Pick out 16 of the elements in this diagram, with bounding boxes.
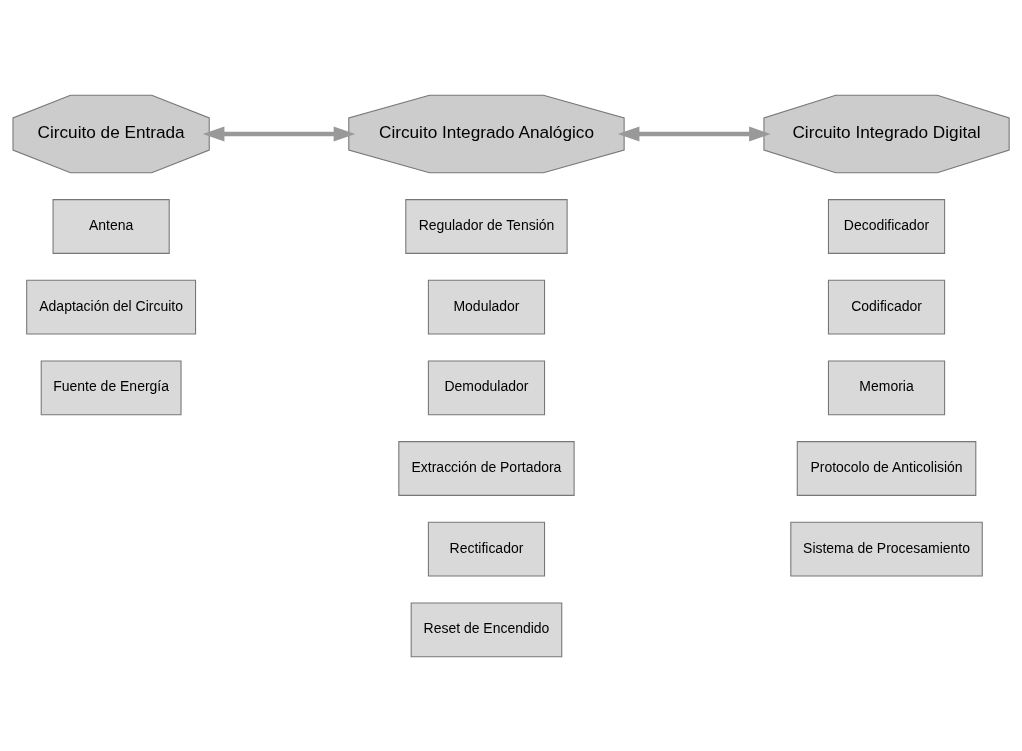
node-box: Sistema de Procesamiento — [790, 521, 983, 577]
node-box: Demodulador — [427, 359, 546, 415]
node-box: Rectificador — [427, 521, 546, 577]
node-box: Adaptación del Circuito — [26, 279, 197, 335]
arrow — [202, 125, 356, 142]
node-box: Antena — [52, 198, 170, 254]
node-box: Codificador — [827, 279, 946, 335]
arrow — [617, 125, 771, 142]
node-box: Decodificador — [827, 198, 946, 254]
node-box: Memoria — [827, 359, 946, 415]
node-box: Protocolo de Anticolisión — [796, 440, 977, 496]
node-box: Fuente de Energía — [40, 359, 182, 415]
node-box: Regulador de Tensión — [405, 198, 568, 254]
node-box: Modulador — [427, 279, 546, 335]
node-box: Extracción de Portadora — [398, 440, 575, 496]
node-box: Reset de Encendido — [410, 601, 563, 657]
